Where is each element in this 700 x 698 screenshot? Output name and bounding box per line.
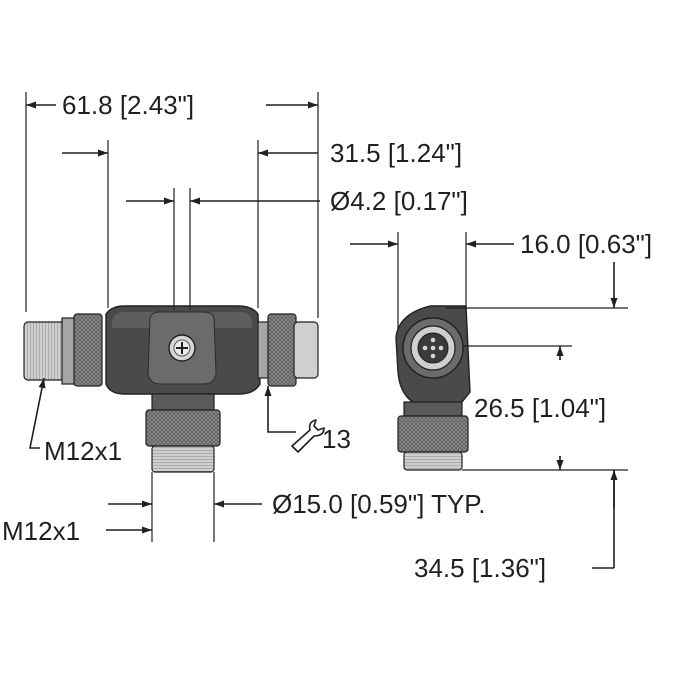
body-length-label: 31.5 [1.24"] (330, 138, 462, 168)
dimension-labels: 61.8 [2.43"] 31.5 [1.24"] Ø4.2 [0.17"] 1… (2, 90, 652, 583)
side-width-label: 16.0 [0.63"] (520, 229, 652, 259)
mounting-hole-label: Ø4.2 [0.17"] (330, 186, 468, 216)
side-height-label: 26.5 [1.04"] (474, 393, 606, 423)
overall-length-label: 61.8 [2.43"] (62, 90, 194, 120)
tee-body (105, 305, 261, 395)
socket-face-icon (402, 317, 464, 379)
wrench-icon (291, 419, 325, 453)
front-view (23, 305, 319, 473)
wrench-size-label: 13 (322, 424, 351, 454)
dimension-lines (25, 92, 628, 569)
side-total-height-label: 34.5 [1.36"] (414, 553, 546, 583)
right-female-connector (257, 313, 319, 387)
side-view (395, 305, 471, 471)
left-male-connector (23, 313, 103, 387)
bottom-female-connector (145, 393, 221, 473)
mounting-screw-icon (168, 334, 196, 362)
thread-left-label: M12x1 (44, 436, 122, 466)
coupling-diameter-label: Ø15.0 [0.59"] TYP. (272, 489, 486, 519)
thread-bottom-label: M12x1 (2, 516, 80, 546)
